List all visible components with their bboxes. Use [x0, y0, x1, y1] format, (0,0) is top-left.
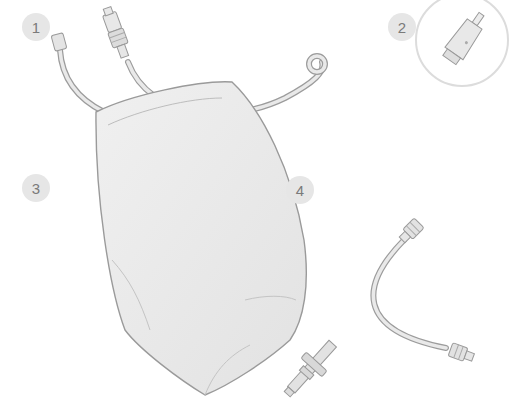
callout-number: 3	[22, 174, 50, 202]
connector-inset	[416, 0, 508, 86]
callout-number: 2	[388, 13, 416, 41]
callout-number: 1	[22, 13, 50, 41]
short-extension-tube	[373, 218, 475, 364]
callout-number: 4	[286, 176, 314, 204]
drainage-bag	[51, 33, 343, 404]
